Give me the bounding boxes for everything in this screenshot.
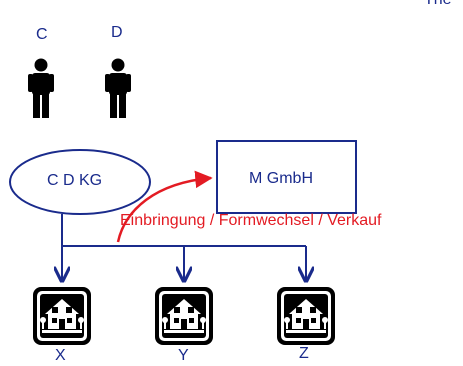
company-label: M GmbH <box>249 170 313 187</box>
partnership-label: C D KG <box>47 172 103 189</box>
property-y-label: Y <box>178 347 189 364</box>
property-x-label: X <box>55 347 66 364</box>
property-z-label: Z <box>299 345 309 362</box>
person-d-label: D <box>111 24 123 41</box>
person-d-icon <box>105 58 131 118</box>
corner-text: The <box>424 0 452 8</box>
transfer-arrow <box>116 170 213 243</box>
property-z-house-icon <box>277 287 335 345</box>
property-x-house-icon <box>33 287 91 345</box>
person-c-icon <box>28 58 54 118</box>
partnership-node <box>9 149 151 215</box>
property-y-house-icon <box>155 287 213 345</box>
company-node <box>216 140 357 214</box>
transfer-label: Einbringung / Formwechsel / Verkauf <box>120 212 382 229</box>
person-c-label: C <box>36 26 48 43</box>
